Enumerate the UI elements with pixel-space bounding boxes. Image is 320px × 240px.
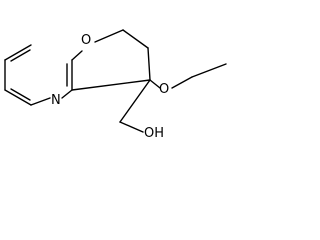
bond-c8a-c8-inner — [10, 49, 31, 62]
bond-ch2-ch3 — [191, 63, 227, 78]
bond-c7-c6-inner — [10, 88, 31, 101]
bond-oethoxy-ch2 — [171, 76, 193, 89]
bond-c3-c4 — [147, 47, 151, 81]
ring-nitrogen-label: N — [51, 93, 61, 108]
bond-c4-oethoxy — [149, 79, 161, 89]
bond-c4-ch2 — [119, 79, 151, 123]
ether-oxygen-label: O — [159, 82, 169, 97]
bond-o1-c2 — [94, 29, 124, 43]
hydroxyl-label: OH — [144, 126, 164, 141]
molecule-structure-diagram: O N O OH — [4, 29, 227, 141]
structure-canvas: O N O OH — [0, 0, 232, 151]
bond-n5-c4a — [61, 89, 73, 99]
bond-c7-c6 — [4, 89, 32, 106]
bond-ch2-oh — [119, 121, 144, 133]
ring-oxygen-label: O — [81, 33, 91, 48]
bond-c2-c3 — [122, 29, 149, 49]
bond-c8a-c8 — [4, 44, 32, 61]
bond-c8a-o1 — [71, 50, 83, 61]
bond-c4-c4a — [71, 79, 151, 91]
bond-c6-n5 — [30, 97, 51, 106]
